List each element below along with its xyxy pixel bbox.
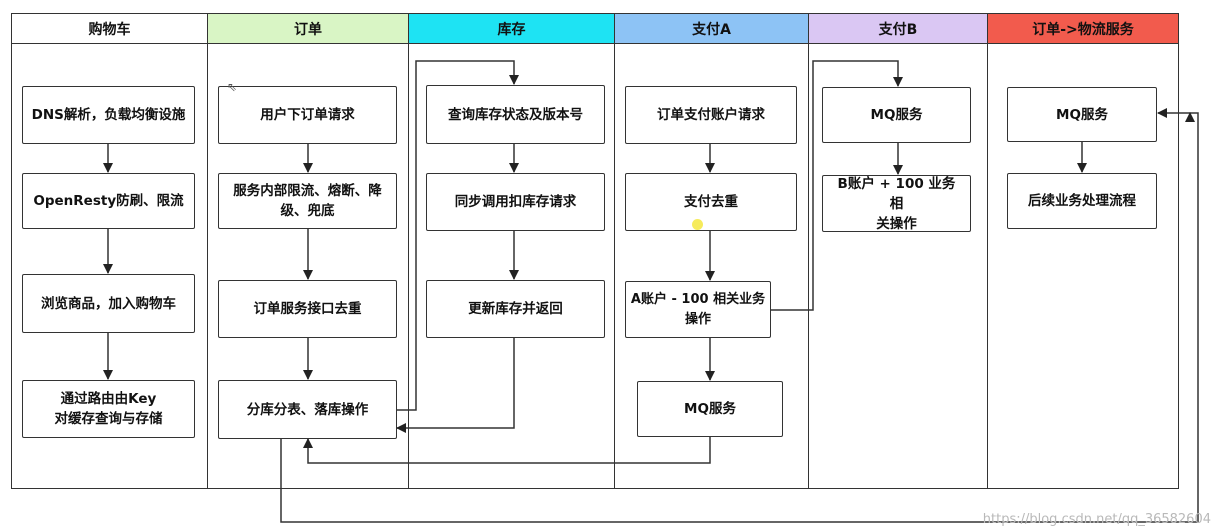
- node-order-shard: 分库分表、落库操作: [218, 380, 397, 439]
- node-stock-query: 查询库存状态及版本号: [426, 85, 605, 144]
- node-stock-update: 更新库存并返回: [426, 280, 605, 338]
- node-stock-deduct: 同步调用扣库存请求: [426, 173, 605, 231]
- node-order-internal: 服务内部限流、熔断、降 级、兜底: [218, 173, 397, 229]
- node-payA-request: 订单支付账户请求: [625, 86, 797, 144]
- lane-divider: [808, 44, 809, 488]
- node-payB-plus: B账户 + 100 业务相 关操作: [822, 175, 971, 232]
- node-route: 通过路由由Key 对缓存查询与存储: [22, 380, 195, 438]
- lane-header-cart: 购物车: [12, 14, 208, 44]
- lane-divider: [987, 44, 988, 488]
- node-order-request: 用户下订单请求: [218, 86, 397, 144]
- node-dns: DNS解析，负载均衡设施: [22, 86, 195, 144]
- lane-header-logistics: 订单->物流服务: [988, 14, 1178, 44]
- node-payA-mq: MQ服务: [637, 381, 783, 437]
- lane-header-payA: 支付A: [615, 14, 809, 44]
- lane-divider: [207, 44, 208, 488]
- lane-header-order: 订单: [208, 14, 409, 44]
- lane-divider: [408, 44, 409, 488]
- watermark: https://blog.csdn.net/qq_36582604: [982, 512, 1211, 527]
- arrow-mq-to-order: [303, 437, 711, 464]
- node-payA-dedup: 支付去重: [625, 173, 797, 231]
- lane-divider: [614, 44, 615, 488]
- arrow-shard-to-stock: [397, 60, 519, 411]
- node-openresty: OpenResty防刷、限流: [22, 173, 195, 229]
- highlight-dot: [692, 219, 703, 230]
- lane-header-payB: 支付B: [809, 14, 988, 44]
- swimlane-frame: [11, 13, 1179, 489]
- arrow-update-to-shard: [396, 338, 515, 433]
- node-logistics-followup: 后续业务处理流程: [1007, 173, 1157, 229]
- node-order-dedup: 订单服务接口去重: [218, 280, 397, 338]
- mouse-cursor-icon: ⇖: [227, 80, 238, 94]
- node-logistics-mq: MQ服务: [1007, 87, 1157, 142]
- node-payA-minus: A账户 - 100 相关业务操作: [625, 281, 771, 338]
- node-payB-mq: MQ服务: [822, 87, 971, 143]
- node-browse: 浏览商品，加入购物车: [22, 274, 195, 333]
- arrow-shard-to-logistics: [280, 108, 1199, 523]
- lane-header-stock: 库存: [409, 14, 615, 44]
- arrow-minus-to-payB: [771, 60, 903, 311]
